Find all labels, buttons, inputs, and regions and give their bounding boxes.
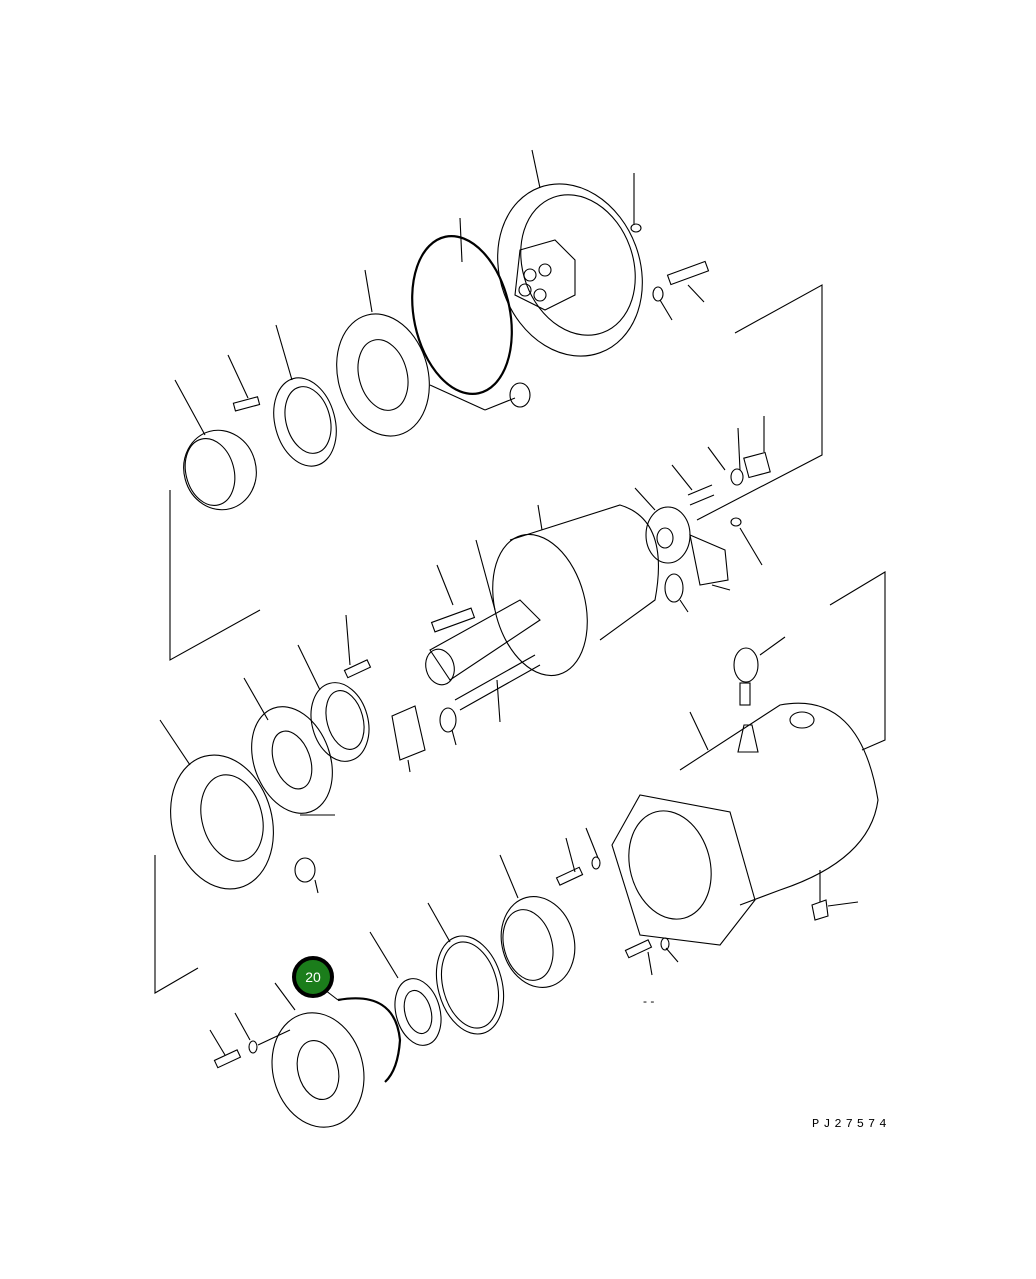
piston-retainer-part[interactable] — [297, 644, 377, 768]
front-cover-part[interactable] — [260, 982, 377, 1138]
lower-bearing-part[interactable] — [491, 854, 584, 996]
drive-shaft-part[interactable] — [422, 539, 541, 688]
dash-mark: - - — [643, 994, 655, 1008]
cylinder-block-part[interactable] — [478, 504, 659, 686]
swash-ball-part[interactable] — [634, 487, 691, 564]
pump-housing-part[interactable] — [611, 702, 879, 946]
callout-label: 20 — [305, 969, 321, 985]
snap-ring-part[interactable] — [337, 997, 402, 1083]
bearing-part[interactable] — [174, 379, 265, 518]
spring-part[interactable] — [454, 654, 541, 723]
oil-seal-part[interactable] — [369, 931, 448, 1051]
bolt-part[interactable] — [666, 260, 710, 303]
end-cover-part[interactable] — [474, 149, 666, 377]
shoe-plate-part[interactable] — [237, 677, 346, 825]
callout-badge-20[interactable]: 20 — [292, 956, 334, 998]
bearing-housing-part[interactable] — [156, 719, 288, 901]
eye-bolt-part[interactable] — [733, 636, 786, 706]
drawing-number: PJ27574 — [812, 1117, 891, 1131]
shim-part[interactable] — [426, 902, 514, 1042]
retainer-ring-part[interactable] — [264, 324, 345, 473]
key-part[interactable] — [430, 607, 476, 633]
valve-plate-part[interactable] — [323, 269, 442, 447]
o-ring-part[interactable] — [398, 227, 525, 403]
